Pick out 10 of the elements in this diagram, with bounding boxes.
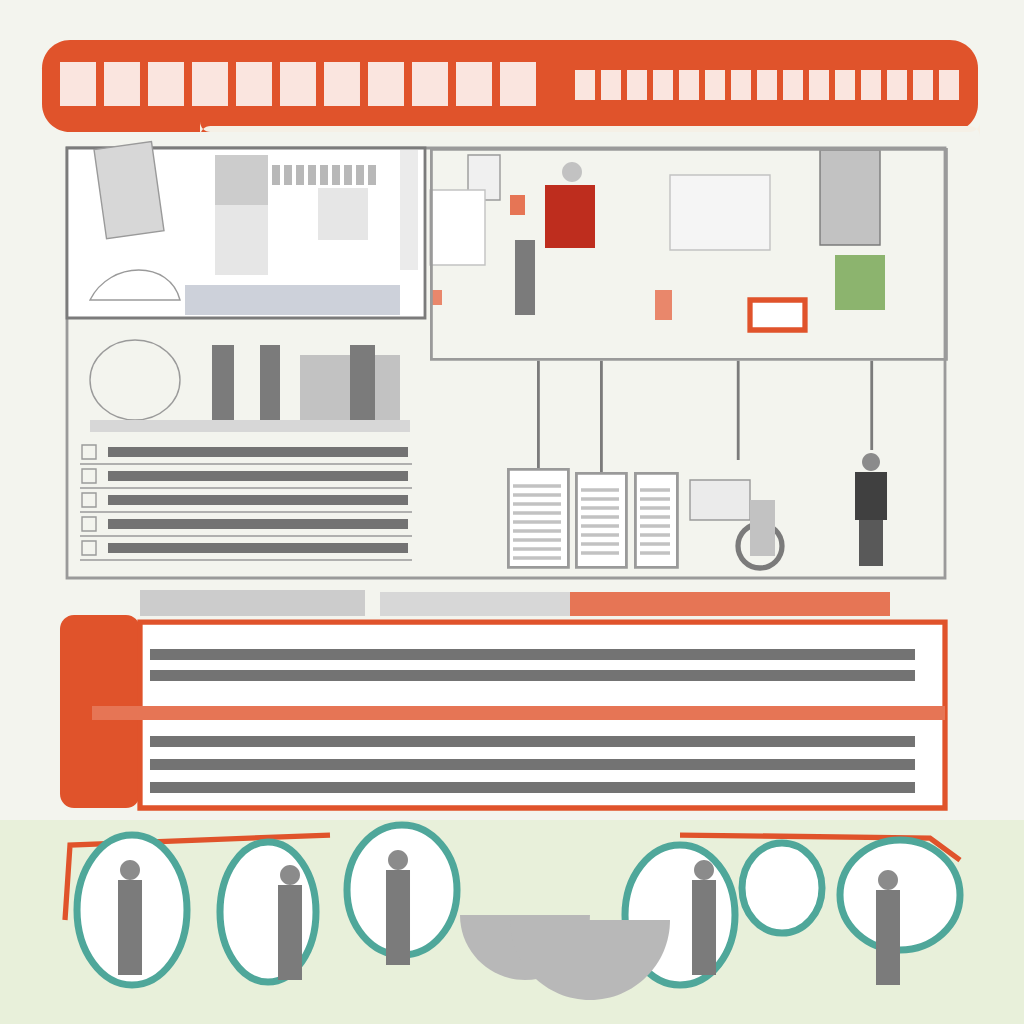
document-sheet xyxy=(507,468,570,569)
connector-line xyxy=(736,360,740,460)
document-sheet xyxy=(634,472,679,569)
connector-line xyxy=(537,360,540,468)
document-sheet xyxy=(575,472,628,569)
connector-line xyxy=(600,360,603,472)
connector-line xyxy=(870,360,874,450)
scene-panel xyxy=(430,148,948,361)
person-figure xyxy=(855,453,887,566)
wheelchair-picture xyxy=(689,479,785,571)
